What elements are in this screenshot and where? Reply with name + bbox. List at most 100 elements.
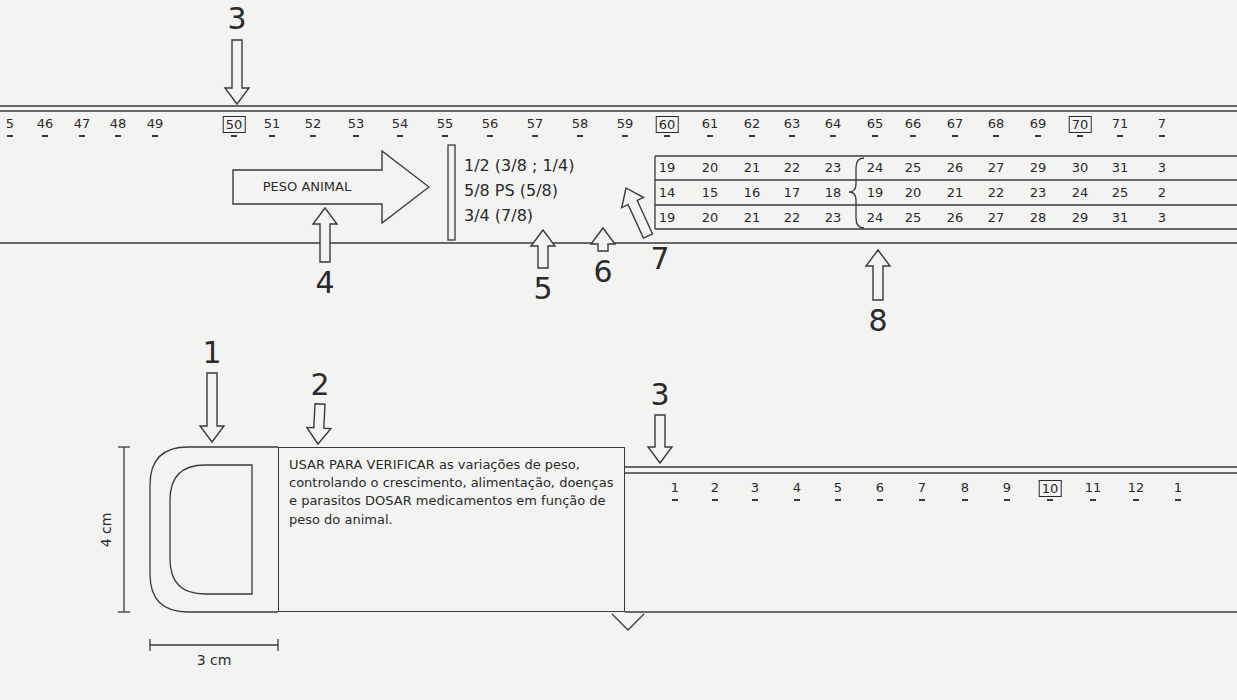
table-rule xyxy=(655,179,1237,180)
scale-number: 47 xyxy=(74,116,91,131)
scale-tick xyxy=(752,499,758,501)
scale-tick xyxy=(712,499,718,501)
scale-tick xyxy=(1077,135,1083,137)
scale-tick xyxy=(664,135,670,137)
callout-arrow xyxy=(531,230,555,268)
table-cell: 25 xyxy=(905,210,922,225)
scale-number: 3 xyxy=(751,480,759,495)
scale-number: 59 xyxy=(617,116,634,131)
table-rule xyxy=(655,228,1237,229)
scale-tick xyxy=(532,135,538,137)
table-cell: 24 xyxy=(867,160,884,175)
table-cell: 20 xyxy=(905,185,922,200)
scale-tick xyxy=(115,135,121,137)
scale-tick xyxy=(1004,499,1010,501)
table-cell: 18 xyxy=(825,185,842,200)
curly-brace xyxy=(849,158,864,228)
scale-number: 62 xyxy=(744,116,761,131)
scale-number: 6 xyxy=(876,480,884,495)
weight-arrow: PESO ANIMAL xyxy=(232,150,430,224)
table-cell: 29 xyxy=(1030,160,1047,175)
scale-number: 55 xyxy=(437,116,454,131)
scale-tick xyxy=(1133,499,1139,501)
table-rule xyxy=(654,156,655,229)
scale-number: 57 xyxy=(527,116,544,131)
scale-tick xyxy=(952,135,958,137)
scale-tick xyxy=(707,135,713,137)
scale-tick xyxy=(993,135,999,137)
tape-edge xyxy=(0,110,1237,111)
scale-tick xyxy=(1035,135,1041,137)
table-rule xyxy=(655,204,1237,205)
table-cell: 16 xyxy=(744,185,761,200)
scale-number: 12 xyxy=(1128,480,1145,495)
table-header: 1/2 (3/8 ; 1/4) xyxy=(464,157,574,175)
table-cell: 22 xyxy=(988,185,1005,200)
table-cell: 15 xyxy=(702,185,719,200)
scale-number: 52 xyxy=(305,116,322,131)
scale-tick xyxy=(42,135,48,137)
scale-number: 2 xyxy=(711,480,719,495)
buckle-opening xyxy=(170,465,252,594)
table-cell: 31 xyxy=(1112,160,1129,175)
dimension-line xyxy=(150,644,278,645)
boxed-number: 70 xyxy=(1069,116,1092,133)
table-cell: 19 xyxy=(659,160,676,175)
table-cell: 19 xyxy=(659,210,676,225)
scale-number: 8 xyxy=(961,480,969,495)
scale-number: 5 xyxy=(6,116,14,131)
scale-number: 51 xyxy=(264,116,281,131)
scale-number: 1 xyxy=(1174,480,1182,495)
arrow-label: PESO ANIMAL xyxy=(232,170,382,204)
scale-number: 11 xyxy=(1085,480,1102,495)
scale-tick xyxy=(231,135,237,137)
table-cell: 2 xyxy=(1158,185,1166,200)
table-cell: 21 xyxy=(744,160,761,175)
marker-bar xyxy=(448,145,455,240)
boxed-number: 60 xyxy=(656,116,679,133)
scale-tick xyxy=(79,135,85,137)
dimension-line xyxy=(149,639,150,651)
table-cell: 27 xyxy=(988,160,1005,175)
callout-number: 8 xyxy=(868,304,887,338)
buckle-outline xyxy=(150,447,278,612)
callout-number: 7 xyxy=(650,242,669,276)
callout-arrow xyxy=(622,188,653,238)
table-cell: 3 xyxy=(1158,160,1166,175)
scale-tick xyxy=(910,135,916,137)
table-cell: 31 xyxy=(1112,210,1129,225)
scale-number: 71 xyxy=(1112,116,1129,131)
scale-tick xyxy=(310,135,316,137)
table-cell: 20 xyxy=(702,160,719,175)
boxed-number: 10 xyxy=(1039,480,1062,497)
dimension: 4 cm xyxy=(98,513,114,548)
table-cell: 3 xyxy=(1158,210,1166,225)
callout-number: 4 xyxy=(315,266,334,300)
callout-arrow xyxy=(200,373,224,442)
scale-number: 10 xyxy=(1042,481,1059,496)
scale-number: 54 xyxy=(392,116,409,131)
dimension: 3 cm xyxy=(197,652,232,668)
scale-number: 46 xyxy=(37,116,54,131)
callout-number: 3 xyxy=(227,2,246,36)
scale-tick xyxy=(442,135,448,137)
scale-number: 67 xyxy=(947,116,964,131)
table-cell: 21 xyxy=(744,210,761,225)
dimension-line xyxy=(277,639,278,651)
callout-number: 5 xyxy=(533,272,552,306)
table-cell: 25 xyxy=(905,160,922,175)
scale-tick xyxy=(487,135,493,137)
scale-number: 56 xyxy=(482,116,499,131)
scale-number: 48 xyxy=(110,116,127,131)
scale-tick xyxy=(962,499,968,501)
table-cell: 22 xyxy=(784,160,801,175)
scale-number: 4 xyxy=(793,480,801,495)
strap-panel: USAR PARA VERIFICAR as variações de peso… xyxy=(278,447,625,612)
scale-number: 50 xyxy=(226,117,243,132)
scale-tick xyxy=(1117,135,1123,137)
scale-number: 9 xyxy=(1003,480,1011,495)
callout-arrow xyxy=(307,404,331,444)
callout-arrow xyxy=(313,208,337,262)
dimension-line xyxy=(123,447,124,612)
